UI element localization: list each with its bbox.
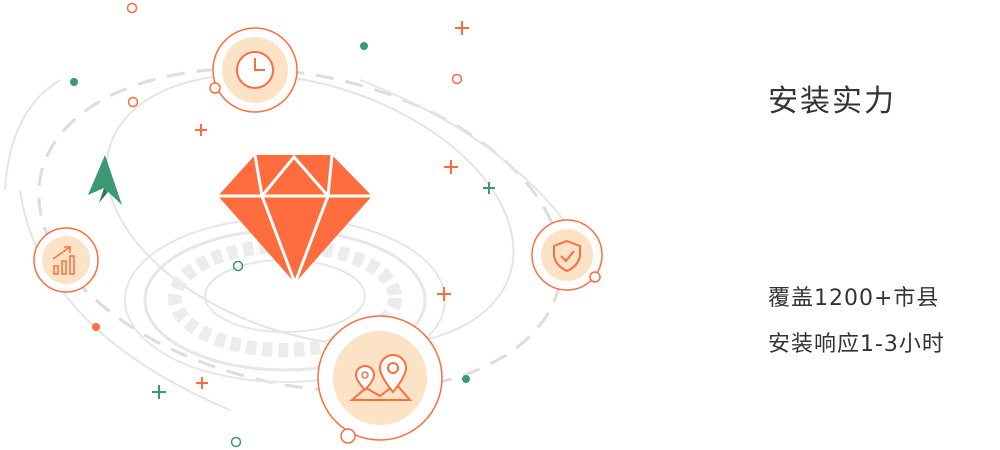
response-time-text: 安装响应1-3小时 [768,332,945,357]
section-title: 安装实力 [768,84,896,119]
map-pin-icon [317,315,443,444]
shield-check-icon [531,219,603,291]
decorations [70,2,495,448]
clock-icon [209,27,298,113]
growth-chart-icon [33,227,99,293]
paper-plane-icon [88,155,122,205]
diamond-icon [218,154,372,288]
coverage-text: 覆盖1200+市县 [768,286,940,311]
